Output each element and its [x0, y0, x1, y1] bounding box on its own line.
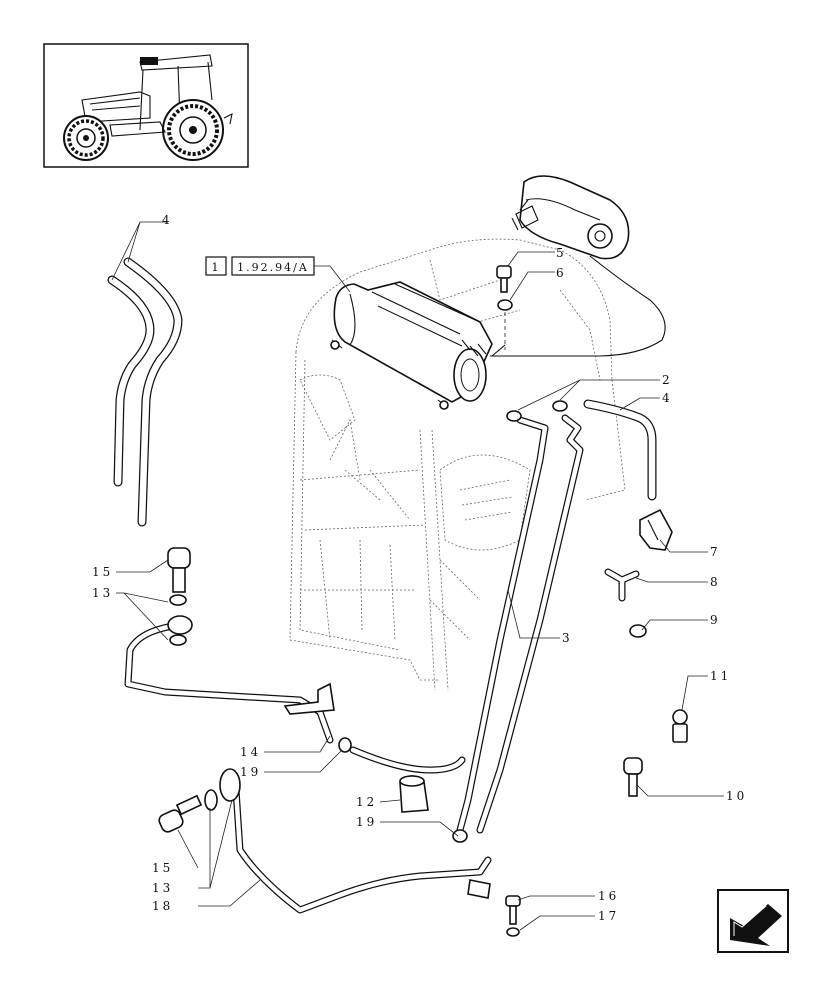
washer-6 [497, 299, 513, 350]
callout-19b: 19 [356, 815, 377, 829]
callout-10: 10 [726, 789, 747, 803]
cab-frame-outline [289, 238, 626, 691]
control-panel [490, 175, 666, 357]
hose-4-left [107, 257, 183, 527]
leader-lines [111, 221, 724, 931]
lower-return-pipe [158, 768, 492, 914]
hose-4-right [583, 399, 657, 501]
upper-return-pipe [124, 547, 335, 744]
reference-box[interactable]: 1 1.92.94/A [205, 256, 351, 293]
bolt-5 [496, 265, 512, 293]
callout-7: 7 [710, 545, 721, 559]
bolt-10 [623, 757, 643, 797]
callout-labels: 4 5 6 2 4 7 8 9 3 11 10 12 19 15 13 14 1… [92, 213, 747, 923]
callout-15a: 15 [92, 565, 113, 579]
callout-11: 11 [710, 669, 731, 683]
callout-14: 14 [240, 745, 261, 759]
callout-6: 6 [556, 266, 567, 280]
washer-17 [506, 927, 520, 937]
callout-13a: 13 [92, 586, 113, 600]
reference-section: 1 [212, 261, 221, 274]
callout-13b: 13 [152, 881, 173, 895]
callout-4a: 4 [162, 213, 173, 227]
callout-4b: 4 [662, 391, 673, 405]
fitting-11 [672, 709, 688, 743]
callout-17: 17 [598, 909, 619, 923]
callout-19a: 19 [240, 765, 261, 779]
tractor-thumbnail-icon [43, 43, 249, 168]
callout-12: 12 [356, 795, 377, 809]
callout-9: 9 [710, 613, 721, 627]
callout-8: 8 [710, 575, 721, 589]
bolt-16 [505, 895, 521, 925]
callout-18: 18 [152, 899, 173, 913]
y-connector-8 [604, 568, 640, 602]
bracket-7 [639, 508, 673, 551]
callout-5: 5 [556, 246, 567, 260]
next-page-arrow-icon[interactable] [717, 889, 789, 953]
hose-clamps [338, 400, 568, 843]
blower-unit [330, 281, 506, 410]
callout-2: 2 [662, 373, 673, 387]
reference-page: 1.92.94/A [237, 261, 309, 274]
clip-9 [629, 624, 647, 638]
callout-3: 3 [562, 631, 573, 645]
callout-15b: 15 [152, 861, 173, 875]
cap-12 [399, 775, 429, 813]
callout-16: 16 [598, 889, 619, 903]
coolant-pipes [349, 414, 584, 834]
